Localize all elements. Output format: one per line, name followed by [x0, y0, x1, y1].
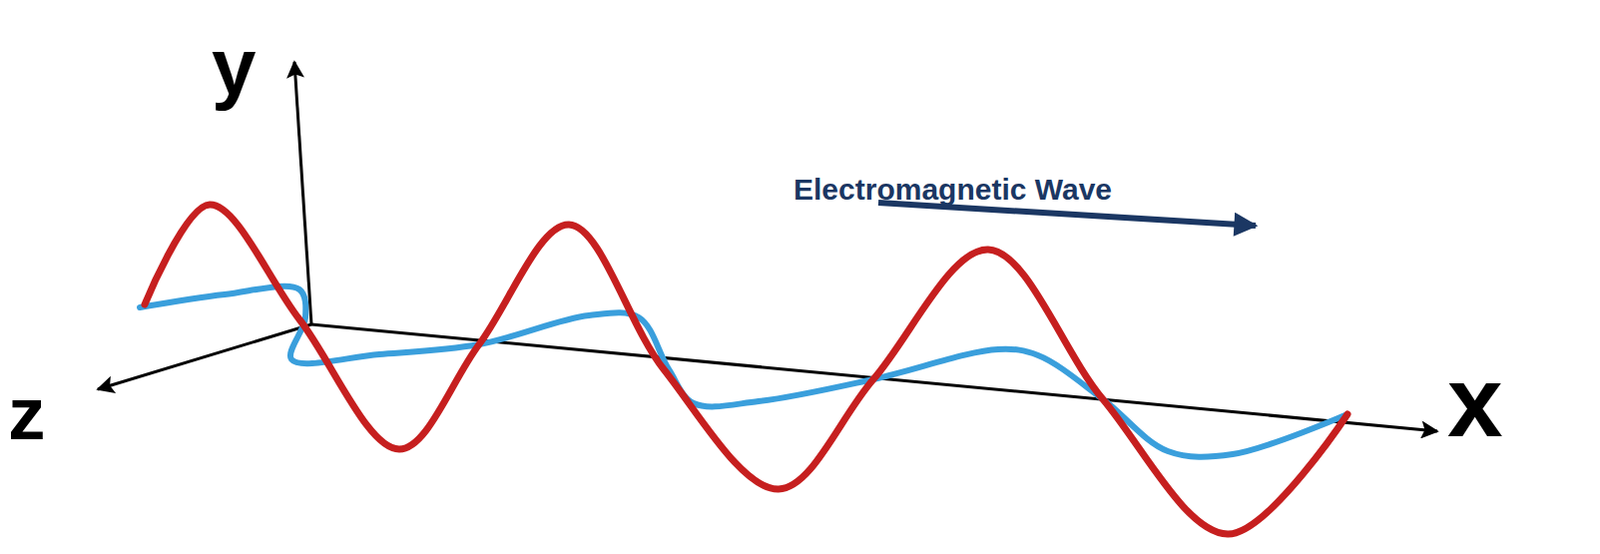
direction-arrow — [878, 202, 1256, 226]
wave-title: Electromagnetic Wave — [793, 174, 1112, 205]
axis-label: x — [1447, 351, 1504, 452]
axis-label: y — [211, 26, 257, 107]
magnetic-wave — [139, 286, 1348, 458]
z-axis — [97, 324, 312, 390]
axis-label: z — [7, 376, 46, 452]
electric-wave — [144, 204, 1348, 534]
